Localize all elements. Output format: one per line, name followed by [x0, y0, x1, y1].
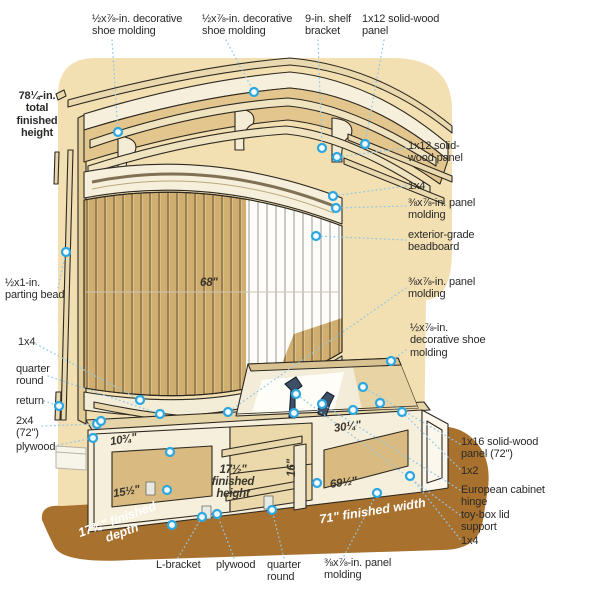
- parting-bead-stick: [53, 89, 74, 421]
- callout-dot[interactable]: [288, 407, 300, 419]
- callout-dot[interactable]: [357, 381, 369, 393]
- callout-dot[interactable]: [327, 190, 339, 202]
- label-one-by-four-right: 1x4: [408, 180, 426, 192]
- callout-dot[interactable]: [112, 126, 124, 138]
- callout-dot[interactable]: [166, 519, 178, 531]
- label-panel-molding-bottom: ⅜x⅞-in. panel molding: [324, 557, 392, 582]
- bench-left-opening: [111, 445, 213, 508]
- top-shoe-molding: [67, 57, 453, 134]
- label-shoe-molding-top-mid: ½x⅞-in. decorative shoe molding: [202, 13, 293, 38]
- room-baseboard: [55, 445, 87, 471]
- label-shoe-molding-right: ½x⅞-in. decorative shoe molding: [410, 322, 486, 359]
- callout-dot[interactable]: [310, 230, 322, 242]
- callout-dot[interactable]: [222, 406, 234, 418]
- label-panel-molding-right-2: ⅜x⅞-in. panel molding: [408, 276, 476, 301]
- callout-dot[interactable]: [161, 484, 173, 496]
- label-lid-support: toy-box lid support: [461, 509, 510, 534]
- callout-dot[interactable]: [53, 400, 65, 412]
- callout-dot[interactable]: [290, 388, 302, 400]
- label-quarter-round-bottom: quarter round: [267, 559, 301, 584]
- hook-rail-1: [89, 97, 437, 167]
- label-return: return: [16, 395, 44, 407]
- exploded-stile: [293, 443, 307, 511]
- callout-dots: [53, 86, 416, 531]
- label-beadboard: exterior-grade beadboard: [408, 229, 475, 254]
- callout-dot[interactable]: [330, 202, 342, 214]
- callout-dot[interactable]: [347, 404, 359, 416]
- molding-stick-1: [221, 435, 303, 458]
- callout-dot[interactable]: [154, 408, 166, 420]
- callout-dot[interactable]: [248, 86, 260, 98]
- callout-dot[interactable]: [87, 432, 99, 444]
- bench-right-end: [421, 409, 449, 493]
- label-parting-bead: ½x1-in. parting bead: [5, 277, 65, 302]
- label-total-finished-height: 78¼-in. total finished height: [16, 90, 58, 139]
- callout-dot[interactable]: [396, 406, 408, 418]
- label-solid-wood-panel-top: 1x12 solid-wood panel: [362, 13, 440, 38]
- right-exploded-boards: [343, 133, 453, 205]
- callout-dot[interactable]: [311, 477, 323, 489]
- callout-dot[interactable]: [331, 151, 343, 163]
- dim-16: 16": [285, 459, 298, 477]
- callout-dot[interactable]: [211, 508, 223, 520]
- callout-dot[interactable]: [316, 142, 328, 154]
- callout-dot[interactable]: [134, 394, 146, 406]
- callout-dot[interactable]: [196, 511, 208, 523]
- shelf-underside: [83, 87, 449, 185]
- callout-dot[interactable]: [374, 397, 386, 409]
- label-panel-molding-right-1: ⅜x⅞-in. panel molding: [408, 197, 476, 222]
- callout-dot[interactable]: [316, 398, 328, 410]
- label-solid-wood-panel-right: 1x12 solid- wood panel: [408, 140, 463, 165]
- callout-dot[interactable]: [164, 446, 176, 458]
- label-quarter-round-left: quarter round: [16, 363, 50, 388]
- dim-17-1-2-finished-height: 17½" finished height: [211, 464, 255, 500]
- leader-lines: [35, 39, 461, 559]
- label-l-bracket: L-bracket: [156, 559, 201, 571]
- label-plywood-left: plywood: [16, 441, 56, 453]
- callout-dot[interactable]: [266, 504, 278, 516]
- label-shelf-bracket: 9-in. shelf bracket: [305, 13, 352, 38]
- dim-68: 68": [200, 277, 218, 289]
- label-plywood-bottom: plywood: [216, 559, 256, 571]
- label-one-by-four-left: 1x4: [18, 336, 36, 348]
- label-cabinet-hinge: European cabinet hinge: [461, 484, 545, 509]
- callout-dot[interactable]: [404, 470, 416, 482]
- label-one-by-two: 1x2: [461, 465, 479, 477]
- callout-dot[interactable]: [60, 246, 72, 258]
- label-shoe-molding-top-left: ½x⅞-in. decorative shoe molding: [92, 13, 183, 38]
- label-two-by-four: 2x4 (72"): [16, 415, 39, 440]
- callout-dot[interactable]: [359, 138, 371, 150]
- callout-dot[interactable]: [371, 487, 383, 499]
- callout-dot[interactable]: [95, 415, 107, 427]
- callout-dot[interactable]: [385, 355, 397, 367]
- label-one-by-four-bottom-right: 1x4: [461, 535, 479, 547]
- label-solid-wood-panel-1x16: 1x16 solid-wood panel (72"): [461, 436, 539, 461]
- bench-right-opening: [323, 429, 409, 489]
- coat-rail: [83, 163, 343, 225]
